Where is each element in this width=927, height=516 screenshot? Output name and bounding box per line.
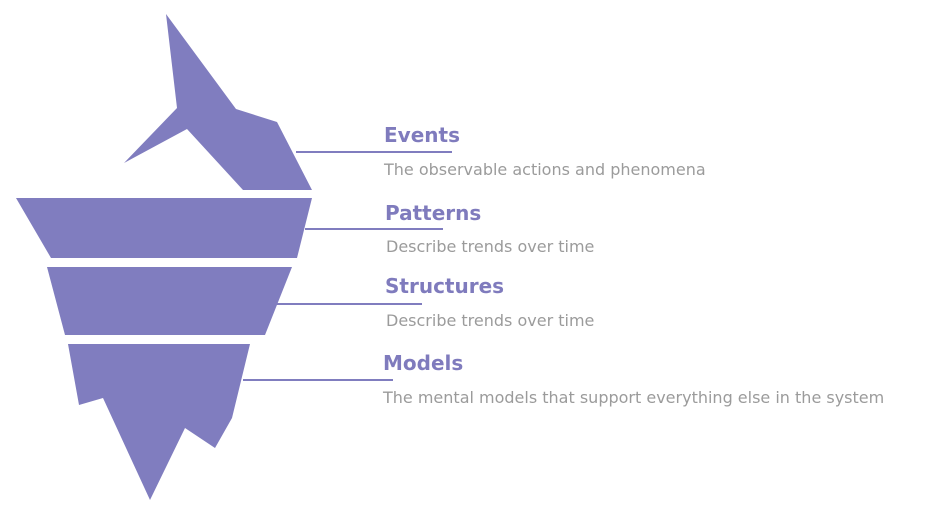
layer-title-structures: Structures xyxy=(385,274,505,298)
layer-title-patterns: Patterns xyxy=(385,201,482,225)
layer-title-events: Events xyxy=(384,123,460,147)
iceberg-layer-structures xyxy=(47,267,292,335)
layer-description-structures: Describe trends over time xyxy=(386,311,595,330)
layer-description-events: The observable actions and phenomena xyxy=(384,160,706,179)
layer-description-patterns: Describe trends over time xyxy=(386,237,595,256)
iceberg-tip xyxy=(16,14,312,190)
layer-description-models: The mental models that support everythin… xyxy=(383,388,885,407)
layer-title-models: Models xyxy=(383,351,464,375)
iceberg-layer-models xyxy=(68,344,250,500)
iceberg-layer-patterns xyxy=(16,198,312,258)
